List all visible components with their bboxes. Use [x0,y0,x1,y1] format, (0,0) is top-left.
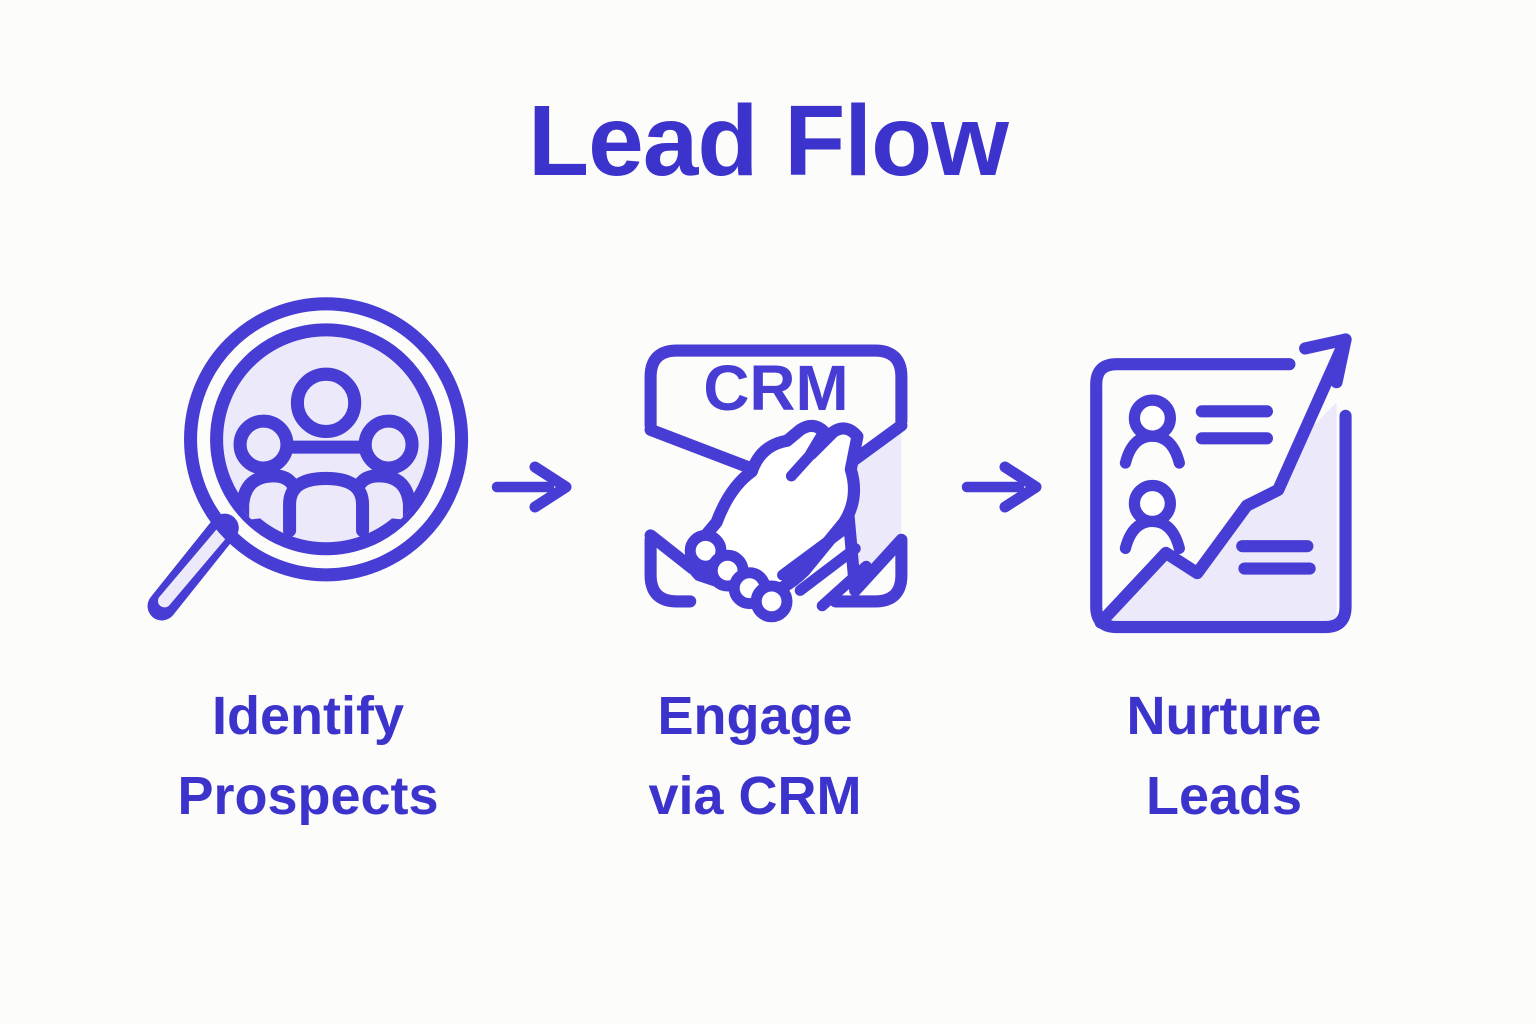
trend-line [1094,333,1352,629]
contact-row [1119,394,1274,469]
crm-badge: CRM [703,352,848,424]
magnifier-people-icon [147,297,469,621]
people-group [233,367,419,538]
crm-box-border [644,344,908,608]
step-label-line: Prospects [177,766,439,826]
growth-report-icon [1090,333,1352,634]
step-label-line: Nurture [1126,686,1322,746]
arrow-right-icon [961,461,1042,513]
magnifier-outer-rim [184,297,469,582]
step-label-identify-prospects: Identify Prospects [88,676,528,836]
step-label-engage-via-crm: Engage via CRM [535,676,975,836]
magnifier-handle [147,513,239,621]
crm-handshake-icon: CRM [644,344,908,623]
step-label-line: Identify [211,686,404,746]
step-label-line: Leads [1145,766,1303,826]
step-label-line: Engage [657,686,853,746]
page-title: Lead Flow [528,85,1009,197]
fingers [777,525,872,612]
trend-arrowhead [1299,333,1352,389]
step-label-line: via CRM [648,766,862,826]
step-label-nurture-leads: Nurture Leads [1004,676,1444,836]
arrow-right-icon [491,461,572,513]
handshake [644,419,908,623]
knuckles [684,529,793,623]
summary-lines [1236,540,1316,575]
contact-row [1119,479,1185,554]
